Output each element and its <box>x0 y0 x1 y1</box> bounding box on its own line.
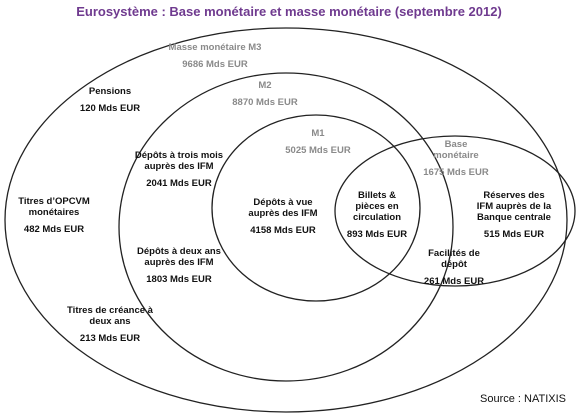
m2-circle <box>118 72 454 382</box>
opcvm-line1: Titres d’OPCVM <box>18 196 90 207</box>
m3-label: Masse monétaire M3 9686 Mds EUR <box>160 42 270 70</box>
d2a-line2: auprès des IFM <box>144 257 214 268</box>
m1-value: 5025 Mds EUR <box>285 145 351 156</box>
depots-vue-label: Dépôts à vue auprès des IFM 4158 Mds EUR <box>238 197 328 236</box>
dv-value: 4158 Mds EUR <box>250 225 316 236</box>
depots-deux-ans-label: Dépôts à deux ans auprès des IFM 1803 Md… <box>125 246 233 285</box>
facilites-label: Facilités de dépôt 261 Mds EUR <box>412 248 496 287</box>
dv-line2: auprès des IFM <box>248 208 318 219</box>
d3m-line2: auprès des IFM <box>144 161 214 172</box>
base-monetaire-label: Base monétaire 1675 Mds EUR <box>416 139 496 178</box>
d2a-line1: Dépôts à deux ans <box>137 246 221 257</box>
m3-circle <box>4 27 568 413</box>
m1-label: M1 5025 Mds EUR <box>278 128 358 156</box>
billets-label: Billets & pièces en circulation 893 Mds … <box>338 190 416 240</box>
opcvm-line2: monétaires <box>28 207 80 218</box>
base-name-line1: Base <box>444 139 468 150</box>
billets-value: 893 Mds EUR <box>346 229 408 240</box>
m3-name: Masse monétaire M3 <box>168 42 262 53</box>
opcvm-value: 482 Mds EUR <box>23 224 85 235</box>
m1-circle <box>211 114 421 302</box>
billets-line1: Billets & <box>357 190 396 201</box>
d3m-value: 2041 Mds EUR <box>146 178 212 189</box>
reserves-label: Réserves des IFM auprès de la Banque cen… <box>466 190 562 240</box>
depots-trois-mois-label: Dépôts à trois mois auprès des IFM 2041 … <box>124 150 234 189</box>
source-note: Source : NATIXIS <box>480 393 566 405</box>
dv-line1: Dépôts à vue <box>253 197 313 208</box>
titres-value: 213 Mds EUR <box>79 333 141 344</box>
m1-name: M1 <box>311 128 325 139</box>
facilites-line2: dépôt <box>441 259 467 270</box>
base-name-line2: monétaire <box>433 150 479 161</box>
base-monetaire-circle <box>334 135 576 287</box>
titres-creance-label: Titres de créance à deux ans 213 Mds EUR <box>55 305 165 344</box>
reserves-line3: Banque centrale <box>477 212 551 223</box>
m3-value: 9686 Mds EUR <box>182 59 248 70</box>
diagram-title: Eurosystème : Base monétaire et masse mo… <box>76 4 502 19</box>
m2-value: 8870 Mds EUR <box>232 97 298 108</box>
reserves-line1: Réserves des <box>483 190 545 201</box>
base-value: 1675 Mds EUR <box>423 167 489 178</box>
m2-name: M2 <box>258 80 272 91</box>
pensions-name: Pensions <box>88 86 132 97</box>
d2a-value: 1803 Mds EUR <box>146 274 212 285</box>
billets-line2: pièces en <box>355 201 399 212</box>
billets-line3: circulation <box>352 212 402 223</box>
pensions-label: Pensions 120 Mds EUR <box>65 86 155 114</box>
titres-line2: deux ans <box>89 316 131 327</box>
reserves-value: 515 Mds EUR <box>483 229 545 240</box>
pensions-value: 120 Mds EUR <box>79 103 141 114</box>
d3m-line1: Dépôts à trois mois <box>134 150 224 161</box>
opcvm-label: Titres d’OPCVM monétaires 482 Mds EUR <box>8 196 100 235</box>
m2-label: M2 8870 Mds EUR <box>225 80 305 108</box>
facilites-value: 261 Mds EUR <box>423 276 485 287</box>
facilites-line1: Facilités de <box>428 248 480 259</box>
titres-line1: Titres de créance à <box>67 305 153 316</box>
reserves-line2: IFM auprès de la <box>476 201 552 212</box>
